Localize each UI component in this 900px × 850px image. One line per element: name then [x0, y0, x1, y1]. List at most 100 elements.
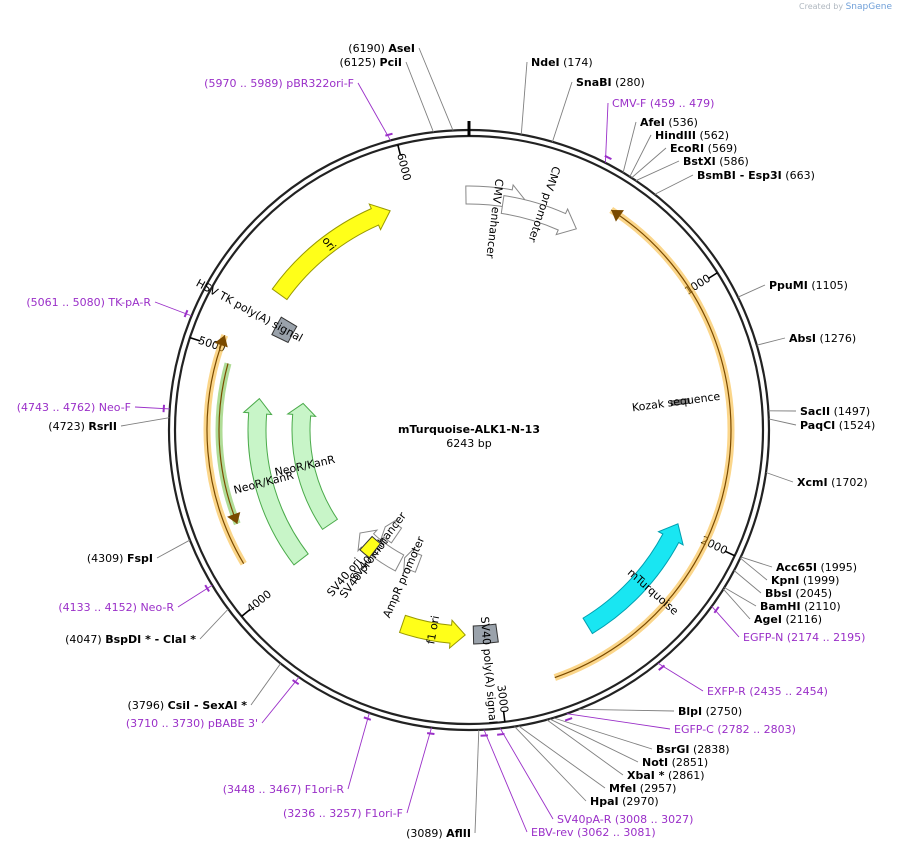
site-asei[interactable]: (6190) AseI [348, 42, 454, 131]
label-name: AfeI [640, 116, 665, 129]
label-name: SacII [800, 405, 830, 418]
primer-mark [713, 606, 720, 614]
site-xbai[interactable]: XbaI * (2861) [546, 719, 705, 782]
feature-cmv-enhancer[interactable]: CMV enhancer [465, 178, 528, 259]
leader-line [604, 102, 609, 163]
site-absi[interactable]: AbsI (1276) [756, 332, 856, 346]
primer-ebv-rev[interactable]: EBV-rev (3062 .. 3081) [480, 729, 656, 839]
label-position: (2750) [706, 705, 743, 718]
label-position: (663) [785, 169, 815, 182]
primer-pbabe-3[interactable]: (3710 .. 3730) pBABE 3' [126, 676, 300, 730]
orf-arrowhead [611, 209, 624, 222]
primer-exfp-r[interactable]: EXFP-R (2435 .. 2454) [657, 662, 828, 698]
label-name: HpaI [590, 795, 619, 808]
site-bsrgi[interactable]: BsrGI (2838) [553, 717, 730, 756]
feature-shape [271, 203, 391, 301]
site-hindiii[interactable]: HindIII (562) [629, 129, 729, 177]
label-position: (4133 .. 4152) [58, 601, 137, 614]
label-position: (3008 .. 3027) [615, 813, 694, 826]
feature-shape [403, 546, 423, 573]
site-blpi[interactable]: BlpI (2750) [578, 705, 743, 718]
site-bamhi[interactable]: BamHI (2110) [724, 587, 841, 613]
site-aflii[interactable]: (3089) AflII [406, 729, 480, 840]
primer-mark [604, 154, 612, 161]
site-snabi[interactable]: SnaBI (280) [551, 76, 645, 142]
label-position: (459 .. 479) [650, 97, 715, 110]
feature-kozak-sequence[interactable]: Kozak sequence [631, 390, 721, 415]
label-position: (5970 .. 5989) [204, 77, 283, 90]
site-pcii[interactable]: (6125) PciI [339, 56, 434, 133]
primer-sv40pa-r[interactable]: SV40pA-R (3008 .. 3027) [497, 728, 693, 826]
site-label: SnaBI (280) [576, 76, 645, 89]
site-fspi[interactable]: (4309) FspI [87, 539, 191, 565]
primer-pbr322ori-f[interactable]: (5970 .. 5989) pBR322ori-F [204, 77, 393, 141]
primer-cmv-f[interactable]: CMV-F (459 .. 479) [604, 97, 715, 163]
primer-neo-r[interactable]: (4133 .. 4152) Neo-R [58, 584, 213, 614]
label-position: (2782 .. 2803) [717, 723, 796, 736]
leader-line [756, 337, 786, 346]
label-name: BbsI [765, 587, 792, 600]
primer-egfp-n[interactable]: EGFP-N (2174 .. 2195) [711, 606, 866, 644]
plasmid-name: mTurquoise-ALK1-N-13 [398, 423, 540, 436]
feature-sv40-poly-a-signal[interactable]: SV40 poly(A) signal [472, 616, 499, 724]
site-rsrii[interactable]: (4723) RsrII [48, 417, 170, 433]
label-name: BamHI [760, 600, 801, 613]
label-position: (174) [563, 56, 593, 69]
label-position: (2116) [785, 613, 822, 626]
label-position: (3089) [406, 827, 443, 840]
site-ppumi[interactable]: PpuMI (1105) [737, 279, 848, 298]
feature-label: f1 ori [424, 615, 442, 646]
label-name: NotI [642, 756, 668, 769]
label-name: SnaBI [576, 76, 612, 89]
feature-shape [286, 402, 339, 531]
label-position: (3710 .. 3730) [126, 717, 205, 730]
site-kpni[interactable]: KpnI (1999) [740, 557, 839, 587]
tick-mark [724, 550, 736, 557]
site-bspdi-clai[interactable]: (4047) BspDI * - ClaI * [65, 608, 229, 646]
leader-line [347, 712, 370, 790]
site-bsmbi-esp3i[interactable]: BsmBI - Esp3I (663) [654, 169, 815, 195]
label-name: Neo-F [99, 401, 131, 414]
tick-mark [397, 144, 402, 156]
site-bstxi[interactable]: BstXI (586) [635, 155, 749, 182]
leader-line [549, 718, 639, 763]
label-name: EcoRI [670, 142, 704, 155]
site-agei[interactable]: AgeI (2116) [723, 588, 822, 626]
leader-line [768, 418, 797, 426]
site-csii-sexai[interactable]: (3796) CsiI - SexAI * [128, 663, 281, 712]
site-xcmi[interactable]: XcmI (1702) [765, 472, 868, 489]
created-by-text: Created by [799, 2, 844, 11]
feature-f1-ori[interactable]: f1 ori [398, 615, 466, 650]
site-ecori[interactable]: EcoRI (569) [631, 142, 738, 179]
primer-f1ori-f[interactable]: (3236 .. 3257) F1ori-F [283, 727, 435, 820]
site-ndei[interactable]: NdeI (174) [520, 56, 593, 135]
feature-cmv-promoter[interactable]: CMV promoter [500, 165, 578, 245]
primer-mark [385, 132, 393, 137]
primer-sites: (5970 .. 5989) pBR322ori-F CMV-F (459 .. … [17, 77, 866, 839]
site-label: SacII (1497) [800, 405, 870, 418]
leader-line [740, 556, 773, 568]
primer-neo-f[interactable]: (4743 .. 4762) Neo-F [17, 401, 170, 414]
primer-f1ori-r[interactable]: (3448 .. 3467) F1ori-R [223, 712, 372, 796]
orf-line [554, 209, 732, 679]
site-label: (4723) RsrII [48, 420, 117, 433]
site-label: BamHI (2110) [760, 600, 841, 613]
primer-egfp-c[interactable]: EGFP-C (2782 .. 2803) [564, 713, 796, 736]
site-mfei[interactable]: MfeI (2957) [518, 725, 676, 795]
site-hpai[interactable]: HpaI (2970) [514, 726, 659, 808]
site-paqci[interactable]: PaqCI (1524) [768, 418, 876, 432]
leader-line [765, 472, 794, 483]
site-afei[interactable]: AfeI (536) [622, 116, 698, 173]
feature-ori[interactable]: ori [271, 203, 391, 301]
primer-tk-pa-r[interactable]: (5061 .. 5080) TK-pA-R [26, 296, 192, 318]
label-position: (6125) [339, 56, 376, 69]
tick-mark [707, 272, 718, 280]
site-noti[interactable]: NotI (2851) [549, 718, 709, 769]
site-acc65i[interactable]: Acc65I (1995) [740, 556, 857, 574]
site-bbsi[interactable]: BbsI (2045) [733, 570, 832, 600]
feature-mturquoise[interactable]: mTurquoise [582, 523, 684, 635]
label-position: (2045) [795, 587, 832, 600]
site-sacii[interactable]: SacII (1497) [768, 405, 870, 418]
label-position: (536) [668, 116, 698, 129]
label-name: BsrGI [656, 743, 689, 756]
